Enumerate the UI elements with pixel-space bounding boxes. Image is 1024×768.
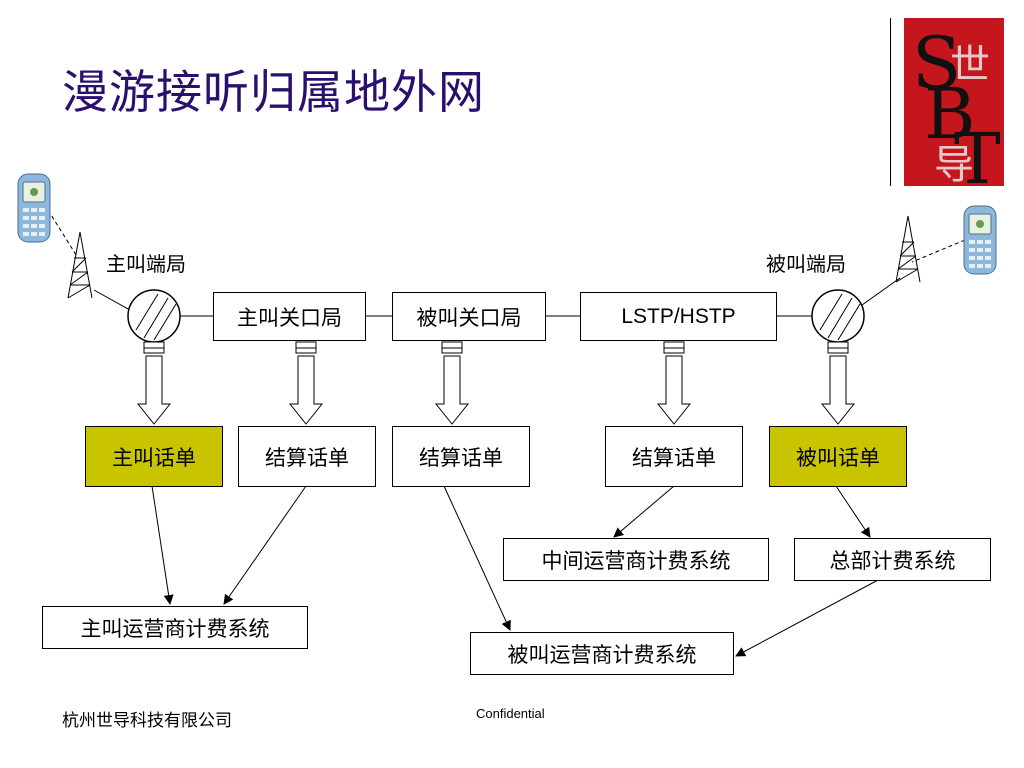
caller-carrier-billing-box: 主叫运营商计费系统 bbox=[42, 606, 308, 649]
lstp-hstp-box: LSTP/HSTP bbox=[580, 292, 777, 341]
middle-carrier-billing-box: 中间运营商计费系统 bbox=[503, 538, 769, 581]
company-name: 杭州世导科技有限公司 bbox=[62, 711, 232, 731]
logo-divider bbox=[890, 18, 891, 186]
hq-billing-box: 总部计费系统 bbox=[794, 538, 991, 581]
svg-text:B: B bbox=[924, 73, 975, 155]
page-title: 漫游接听归属地外网 bbox=[62, 65, 485, 119]
callee-gateway-box: 被叫关口局 bbox=[392, 292, 546, 341]
svg-text:S: S bbox=[912, 21, 961, 105]
antenna-tower-icon bbox=[895, 215, 921, 283]
confidential-label: Confidential bbox=[476, 706, 545, 721]
mobile-phone-icon bbox=[962, 204, 998, 280]
down-arrow-icon bbox=[136, 341, 172, 425]
settlement-record-box: 结算话单 bbox=[238, 426, 376, 487]
callee-end-office-label: 被叫端局 bbox=[766, 252, 846, 276]
callee-record-box: 被叫话单 bbox=[769, 426, 907, 487]
caller-end-office-label: 主叫端局 bbox=[106, 252, 186, 276]
antenna-tower-icon bbox=[67, 231, 93, 299]
switch-circle-icon bbox=[811, 289, 865, 343]
caller-gateway-box: 主叫关口局 bbox=[213, 292, 366, 341]
settlement-record-box: 结算话单 bbox=[392, 426, 530, 487]
mobile-phone-icon bbox=[16, 172, 52, 248]
settlement-record-box: 结算话单 bbox=[605, 426, 743, 487]
down-arrow-icon bbox=[656, 341, 692, 425]
company-logo-icon: S B T 世 导 bbox=[904, 18, 1004, 200]
down-arrow-icon bbox=[434, 341, 470, 425]
caller-record-box: 主叫话单 bbox=[85, 426, 223, 487]
down-arrow-icon bbox=[820, 341, 856, 425]
down-arrow-icon bbox=[288, 341, 324, 425]
svg-text:世: 世 bbox=[950, 42, 990, 88]
svg-text:导: 导 bbox=[934, 142, 974, 186]
callee-carrier-billing-box: 被叫运营商计费系统 bbox=[470, 632, 734, 675]
switch-circle-icon bbox=[127, 289, 181, 343]
